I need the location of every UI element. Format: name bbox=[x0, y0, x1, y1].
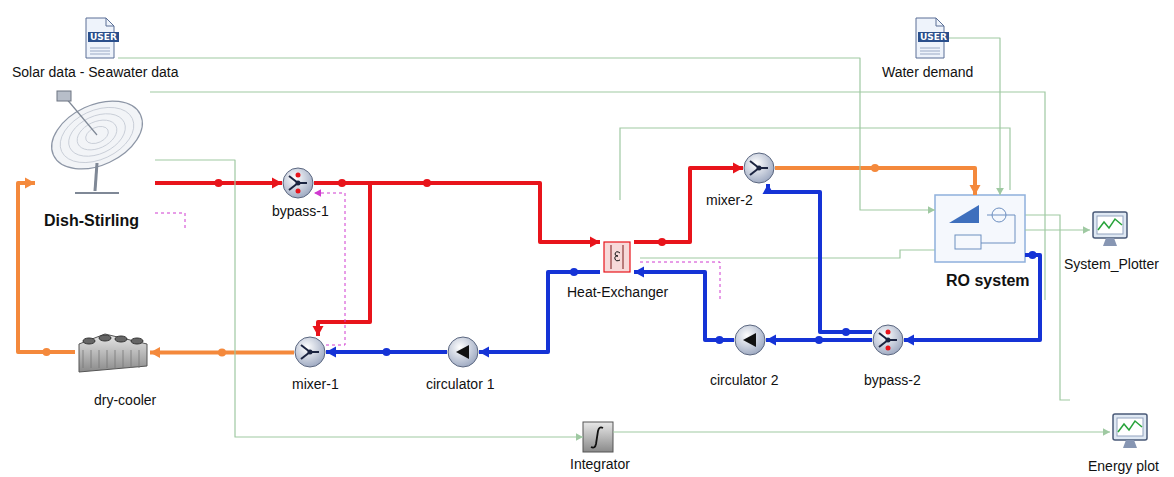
hx-node: Heat-Exchanger bbox=[600, 236, 634, 280]
arrow-head bbox=[590, 237, 600, 248]
component-label: mixer-2 bbox=[704, 192, 755, 208]
component-label: Heat-Exchanger bbox=[565, 284, 670, 300]
arrow-head bbox=[1103, 428, 1110, 436]
pump-icon bbox=[448, 337, 478, 367]
info-links bbox=[150, 92, 1070, 400]
component-label: Energy plot bbox=[1086, 458, 1161, 474]
info-line bbox=[640, 250, 935, 258]
plot-icon bbox=[1113, 414, 1147, 448]
flow-dot bbox=[383, 348, 391, 356]
cooler-node: dry-cooler bbox=[75, 330, 150, 375]
arrow-head bbox=[314, 189, 321, 197]
integ-node: Integrator bbox=[583, 422, 613, 452]
ro-node: RO system bbox=[935, 195, 1025, 262]
dish-node: Dish-Stirling bbox=[35, 95, 155, 195]
info-line bbox=[1025, 215, 1070, 400]
flow-dot bbox=[716, 336, 724, 344]
flow-dot bbox=[218, 349, 226, 357]
component-label: bypass-2 bbox=[862, 372, 923, 388]
component-label: Dish-Stirling bbox=[42, 212, 141, 230]
arrow-head bbox=[733, 163, 743, 174]
pipe-connector bbox=[904, 255, 1040, 340]
arrow-head bbox=[904, 335, 914, 346]
pipe-connector bbox=[18, 183, 75, 352]
arrow-head bbox=[272, 178, 282, 189]
pump-node: circulator 2 bbox=[734, 324, 766, 356]
arrow-head bbox=[479, 347, 489, 358]
mixer-node: mixer-2 bbox=[743, 152, 775, 184]
pump-node: circulator 1 bbox=[447, 336, 479, 368]
component-label: circulator 1 bbox=[424, 376, 496, 392]
bypass-icon bbox=[283, 168, 313, 198]
flow-dot bbox=[1029, 251, 1037, 259]
pipe-connector bbox=[155, 160, 583, 437]
pump-icon bbox=[735, 325, 765, 355]
arrow-head bbox=[763, 184, 774, 194]
plot-node: Energy plot bbox=[1110, 412, 1150, 452]
component-label: dry-cooler bbox=[92, 392, 158, 408]
pipe-connector bbox=[768, 184, 872, 332]
plot-node: System_Plotter bbox=[1090, 210, 1130, 250]
pipe-connector bbox=[613, 431, 1110, 432]
arrow-head bbox=[634, 267, 644, 278]
flow-dot bbox=[338, 179, 346, 187]
info-line bbox=[620, 128, 1010, 200]
pipe-connector bbox=[314, 183, 600, 242]
integ-icon bbox=[583, 422, 613, 452]
arrow-head bbox=[576, 433, 583, 441]
hx-icon bbox=[604, 242, 630, 272]
icon-tag: USER bbox=[88, 32, 119, 42]
pipe-connector bbox=[1025, 229, 1090, 230]
bypass-icon bbox=[873, 325, 903, 355]
arrow-head bbox=[326, 347, 336, 358]
mixer-icon bbox=[295, 337, 325, 367]
arrow-head bbox=[928, 206, 935, 214]
pipe-connector bbox=[634, 272, 734, 340]
flow-dot bbox=[423, 179, 431, 187]
component-label: System_Plotter bbox=[1062, 256, 1161, 272]
flow-dot bbox=[43, 348, 51, 356]
component-label: mixer-1 bbox=[290, 376, 341, 392]
flow-dot bbox=[842, 328, 850, 336]
control-line bbox=[155, 213, 185, 230]
flow-dot bbox=[871, 164, 879, 172]
bypass-node: bypass-1 bbox=[282, 167, 314, 199]
dish-icon bbox=[41, 88, 153, 193]
arrow-head bbox=[150, 347, 160, 358]
cooler-icon bbox=[79, 334, 147, 372]
bypass-node: bypass-2 bbox=[872, 324, 904, 356]
plot-icon bbox=[1093, 212, 1127, 246]
arrow-head bbox=[766, 335, 776, 346]
flow-dot bbox=[570, 268, 578, 276]
mixer-node: mixer-1 bbox=[294, 336, 326, 368]
arrow-head bbox=[25, 178, 35, 189]
arrow-head bbox=[1083, 226, 1090, 234]
pipe-connector bbox=[948, 38, 1000, 195]
pipe-connector bbox=[118, 58, 935, 210]
mixer-icon bbox=[744, 153, 774, 183]
component-label: RO system bbox=[944, 272, 1032, 290]
flow-dot bbox=[215, 179, 223, 187]
component-label: Integrator bbox=[568, 456, 632, 472]
icon-tag: USER bbox=[918, 32, 949, 42]
arrow-head bbox=[313, 326, 324, 336]
component-label: Solar data - Seawater data bbox=[10, 64, 181, 80]
component-label: circulator 2 bbox=[708, 372, 780, 388]
info-line bbox=[150, 92, 1045, 300]
flow-dot bbox=[658, 238, 666, 246]
component-label: bypass-1 bbox=[270, 203, 331, 219]
component-label: Water demand bbox=[880, 64, 975, 80]
flow-dot bbox=[815, 336, 823, 344]
arrow-head bbox=[996, 188, 1004, 195]
ro-icon bbox=[935, 195, 1025, 262]
arrow-head bbox=[970, 185, 981, 195]
